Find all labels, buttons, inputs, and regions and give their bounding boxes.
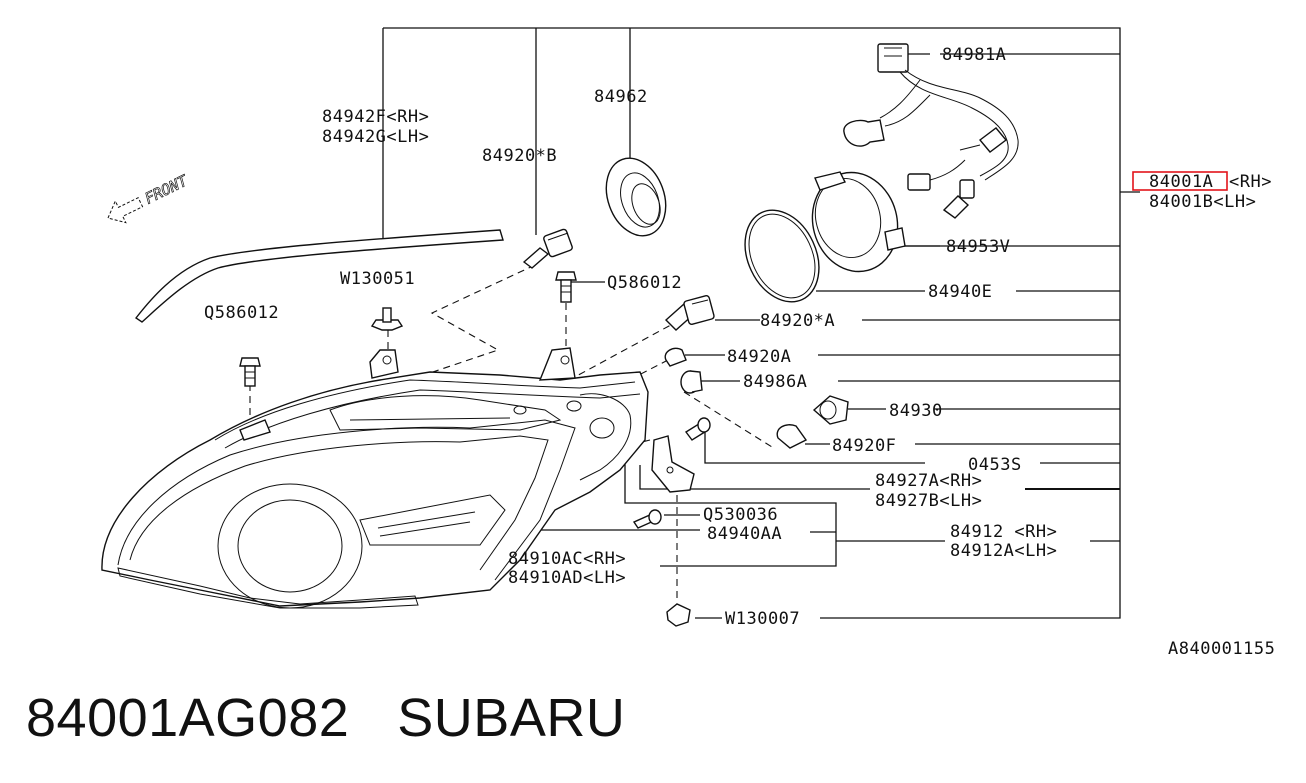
caption: 84001AG082 SUBARU xyxy=(26,678,625,758)
label-84927a: 84927A<RH> xyxy=(875,471,982,491)
headlamp-assembly xyxy=(101,347,649,609)
label-84942f: 84942F<RH> xyxy=(322,107,429,127)
label-84981a: 84981A xyxy=(942,45,1006,65)
label-84912a: 84912A<LH> xyxy=(950,541,1057,561)
reference-code: A840001155 xyxy=(1168,639,1275,659)
label-q586012-left: Q586012 xyxy=(204,303,279,323)
bracket-84927 xyxy=(651,435,695,493)
brand-name: SUBARU xyxy=(397,688,626,748)
label-w130007: W130007 xyxy=(725,609,800,629)
label-84910ad: 84910AD<LH> xyxy=(508,568,626,588)
front-arrow-icon: FRONT xyxy=(107,171,191,224)
label-84920f: 84920F xyxy=(832,436,896,456)
label-84920a: 84920A xyxy=(727,347,791,367)
clip-w130007 xyxy=(666,603,691,627)
label-w130051: W130051 xyxy=(340,269,415,289)
screw-q530036 xyxy=(632,509,662,529)
cap-84953v xyxy=(811,171,906,273)
highlight-box xyxy=(1132,171,1228,191)
bulb-84920a-star xyxy=(664,295,715,331)
part-number: 84001AG082 xyxy=(26,688,350,748)
label-84912: 84912 <RH> xyxy=(950,522,1057,542)
label-84953v: 84953V xyxy=(946,237,1010,257)
bulb-84920a xyxy=(664,347,687,367)
label-84940aa: 84940AA xyxy=(707,524,782,544)
label-q586012-right: Q586012 xyxy=(607,273,682,293)
label-q530036: Q530036 xyxy=(703,505,778,525)
label-84986a: 84986A xyxy=(743,372,807,392)
label-84942g: 84942G<LH> xyxy=(322,127,429,147)
socket-84986a xyxy=(680,370,703,394)
label-84927b: 84927B<LH> xyxy=(875,491,982,511)
bolt-q586012-left xyxy=(239,357,261,387)
harness-84981a xyxy=(843,43,1019,219)
seal-ring-84940e xyxy=(744,209,820,303)
label-0453s: 0453S xyxy=(968,455,1022,475)
label-84910ac: 84910AC<RH> xyxy=(508,549,626,569)
socket-84930 xyxy=(812,395,849,425)
bolt-w130051 xyxy=(370,307,404,331)
bulb-84920f xyxy=(776,424,808,449)
trim-strip-part xyxy=(134,229,504,323)
label-84930: 84930 xyxy=(889,401,943,421)
screw-0453s xyxy=(684,417,711,441)
label-84920a-star: 84920*A xyxy=(760,311,835,331)
label-84962: 84962 xyxy=(594,87,648,107)
front-label: FRONT xyxy=(142,171,191,207)
seal-84962 xyxy=(605,157,667,237)
label-84001a: 84001A xyxy=(1149,172,1213,192)
label-84940e: 84940E xyxy=(928,282,992,302)
label-84001a-side: <RH> xyxy=(1229,172,1272,192)
label-84001b: 84001B<LH> xyxy=(1149,192,1256,212)
bulb-84920b xyxy=(522,228,573,269)
bolt-q586012-right xyxy=(555,271,577,303)
label-84920b: 84920*B xyxy=(482,146,557,166)
part-labels: 84942F<RH> 84942G<LH> 84962 84920*B 8498… xyxy=(204,45,1275,659)
